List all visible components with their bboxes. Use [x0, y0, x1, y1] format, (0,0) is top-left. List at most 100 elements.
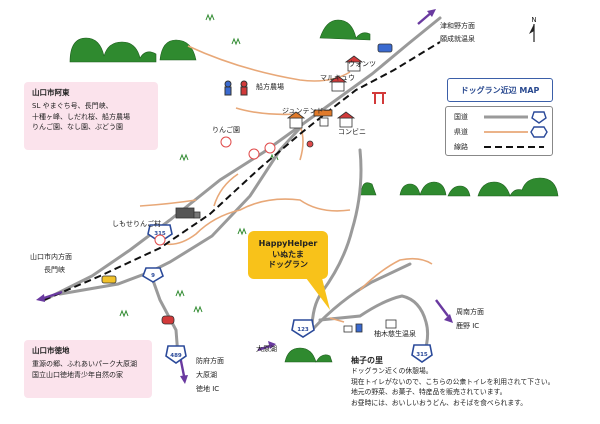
apple-icon: [220, 136, 232, 148]
shop-icon: [319, 117, 329, 127]
national-road-489: [58, 270, 152, 296]
legend-railway: 線路: [454, 143, 468, 151]
convenience-store-icon: [339, 117, 353, 128]
apple-icon: [264, 142, 276, 154]
hill: [447, 185, 471, 197]
arrow-hofu-icon: [180, 375, 188, 384]
label-marukyu: マルキュウ: [320, 74, 355, 82]
national-road-east: [310, 262, 412, 332]
restroom-icon: [306, 140, 314, 148]
apple-icon: [248, 148, 260, 160]
hill: [419, 181, 447, 196]
prefectural-road: [139, 199, 197, 207]
shrine-icon: [372, 92, 386, 94]
label-funakata-farm: 船方農場: [256, 83, 284, 91]
arrow-ohara-icon: [268, 341, 276, 349]
national-road-376: [310, 148, 363, 332]
callout-pointer: [306, 278, 330, 310]
red-car-icon: [161, 315, 175, 325]
legend-national-shield-icon: [531, 111, 547, 124]
label-apple-orchard: りんご園: [212, 126, 240, 134]
label-ohara-direction: 大原湖: [196, 371, 217, 379]
route-shield-315-south: [411, 344, 433, 363]
prefectural-roads: [139, 45, 433, 323]
route-number-315-south: 315: [416, 352, 428, 358]
route-number-315-north: 315: [154, 231, 166, 237]
info-tokuji-line: 重源の郷、ふれあいパーク大原湖: [32, 360, 137, 368]
legend-prefectural-road: 県道: [454, 128, 468, 136]
hill: [69, 37, 157, 63]
national-road-south: [318, 294, 430, 356]
prefectural-road: [359, 257, 433, 291]
junten-do-building-icon: [289, 117, 303, 129]
label-convenience: コンビニ: [338, 128, 366, 136]
yuzu-no-sato-info: 柚子の里 ドッグラン近くの休憩場。 現在トイレがないので、こちらの公衆トイレを利…: [351, 355, 554, 408]
dog-run-callout: HappyHelper いぬたま ドッグラン: [248, 231, 328, 279]
info-abu-line: 十種ヶ峰、しだれ桜、船方農場: [32, 112, 130, 121]
route-number-123: 123: [297, 327, 309, 333]
hill: [159, 39, 197, 61]
route-shield-315-north: [147, 224, 173, 243]
north-letter: N: [531, 16, 536, 24]
buildings: [101, 43, 397, 333]
bus-icon: [313, 109, 333, 117]
arrow-tsuwano-icon: [427, 9, 436, 17]
prefectural-road: [299, 125, 304, 161]
north-arrow-icon: N: [524, 14, 544, 44]
prefectural-road: [329, 317, 345, 323]
truck-icon: [377, 43, 393, 53]
label-yamaguchi-city: 山口市内方面: [30, 253, 72, 261]
label-junten-do: ジュンテンドー: [282, 107, 331, 115]
apple-icon: [154, 234, 166, 246]
rest-stop-icon: [343, 325, 353, 333]
yuzu-line: お昼時には、おいしいおうどん、おそばを食べられます。: [351, 398, 528, 407]
callout-line: いぬたま: [272, 249, 304, 259]
info-tokuji-title: 山口市徳地: [32, 346, 70, 355]
route-shield-123: [291, 319, 315, 338]
info-box-abu: 山口市阿東 SL やまぐち号、長門峡、 十種ヶ峰、しだれ桜、船方農場 りんご園、…: [24, 82, 158, 150]
apple-icons: [154, 136, 276, 246]
label-yuzuki-spa: 柚木慈生温泉: [374, 330, 416, 338]
yuzu-line: 地元の野菜、お菓子、特産品を販売されています。: [351, 388, 507, 397]
callout-line: HappyHelper: [258, 238, 318, 248]
legend-national-road: 国道: [454, 113, 468, 121]
yuzu-line: 現在トイレがないので、こちらの公衆トイレを利用されて下さい。: [351, 377, 555, 386]
direction-arrows: [36, 9, 453, 384]
arrow-shunan-icon: [444, 314, 453, 323]
hills: [69, 19, 559, 363]
national-roads: [42, 16, 442, 358]
hill: [399, 183, 421, 196]
car-icon: [101, 275, 117, 284]
hill: [284, 347, 333, 363]
train-icon: [175, 207, 195, 219]
info-tokuji-line: 国立山口徳地青少年自然の家: [32, 370, 123, 379]
route-number-9: 9: [151, 273, 155, 279]
label-tsuwano: 津和野方面: [440, 22, 475, 30]
arrow-yamaguchi-icon: [36, 294, 45, 302]
route-number-489: 489: [170, 353, 182, 359]
railway-line: [43, 41, 441, 301]
label-hofu: 防府方面: [196, 357, 224, 365]
info-box-tokuji: 山口市徳地 重源の郷、ふれあいパーク大原湖 国立山口徳地青少年自然の家: [24, 340, 152, 398]
label-wonzu: ウォンツ: [348, 60, 376, 68]
label-shunan: 周南方面: [456, 308, 484, 316]
legend-title: ドッグラン近辺 MAP: [447, 78, 553, 102]
info-abu-line: SL やまぐち号、長門峡、: [32, 102, 113, 110]
label-nagatokyo: 長門峡: [44, 266, 65, 274]
route-shields: [142, 224, 433, 364]
label-tokuchi-ic: 徳地 IC: [196, 385, 220, 393]
label-ohara-lake: 大原湖: [256, 345, 277, 353]
prefectural-road: [213, 173, 239, 207]
yuzu-line: ドッグラン近くの休憩場。: [351, 367, 433, 375]
route-shield-489: [165, 345, 187, 364]
hill: [319, 19, 371, 41]
callout-line: ドッグラン: [268, 260, 308, 270]
marukyu-building-icon: [331, 81, 345, 92]
label-kanjo-onsen: 願成就温泉: [440, 35, 475, 43]
label-kano-ic: 鹿野 IC: [456, 322, 480, 330]
legend: 国道 県道 線路: [445, 106, 553, 156]
hill: [477, 177, 559, 197]
national-road-315: [42, 16, 442, 302]
yuzu-title: 柚子の里: [351, 356, 383, 365]
